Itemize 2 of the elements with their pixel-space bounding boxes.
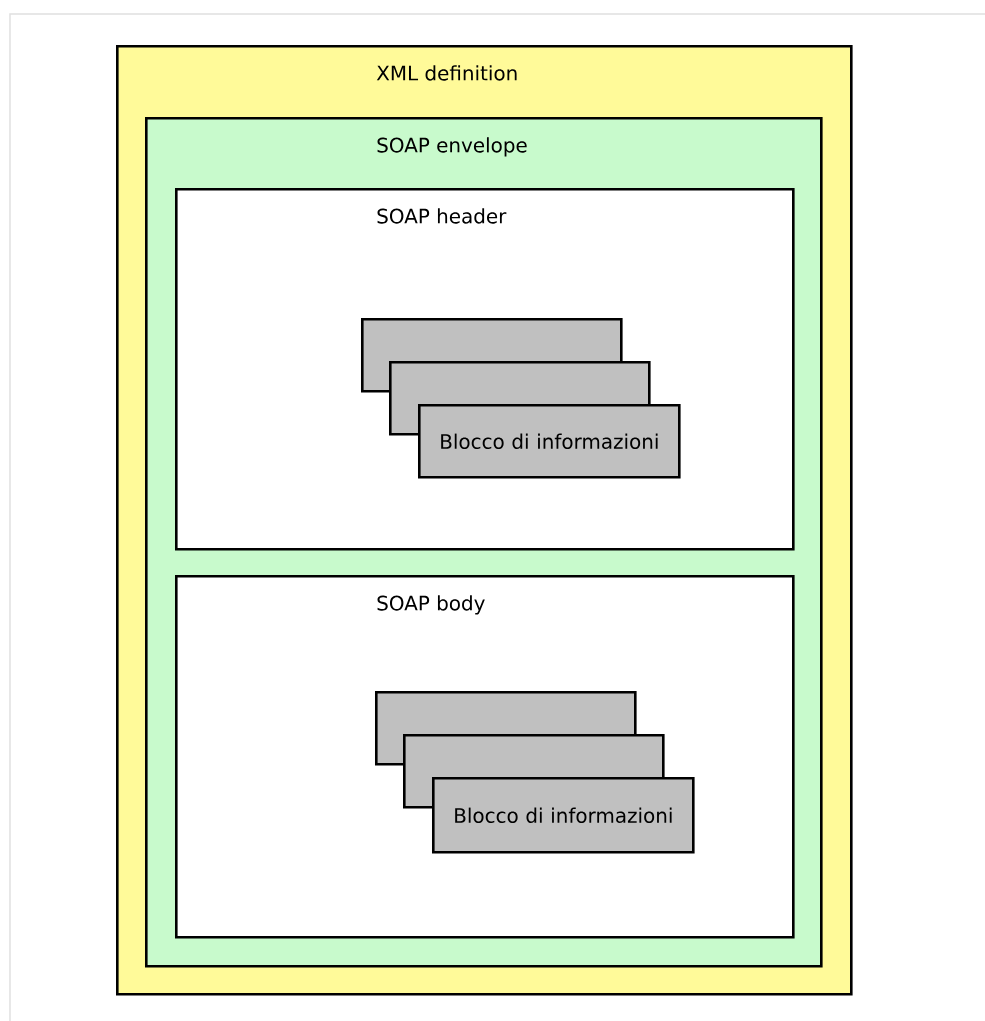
info-block: Blocco di informazioni (418, 404, 681, 479)
info-block: Blocco di informazioni (432, 777, 695, 854)
